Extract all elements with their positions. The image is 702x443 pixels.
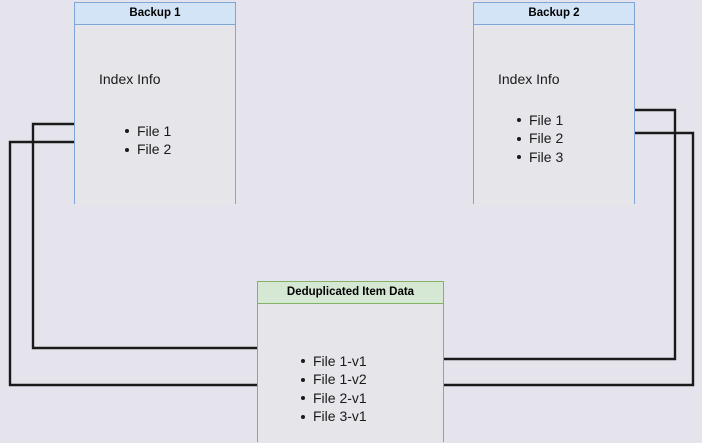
backup1-box: Backup 1 Index Info File 1 File 2 (74, 2, 236, 205)
backup2-file-list: File 1 File 2 File 3 (515, 111, 563, 167)
list-item: File 2-v1 (299, 389, 367, 408)
dedup-file-list: File 1-v1 File 1-v2 File 2-v1 File 3-v1 (299, 352, 367, 426)
backup1-body: Index Info File 1 File 2 (75, 24, 235, 205)
connector-backup2-file1-to-file1v2 (394, 108, 677, 361)
list-item: File 2 (123, 140, 171, 159)
list-item: File 3 (515, 148, 563, 167)
backup2-file-label: File 1 (529, 111, 564, 128)
backup1-file-list: File 1 File 2 (123, 122, 171, 159)
backup1-header: Backup 1 (75, 3, 235, 25)
list-item: File 1 (515, 111, 563, 130)
list-item: File 1 (123, 122, 171, 141)
dedup-file-label: File 3-v1 (313, 408, 367, 424)
dedup-header: Deduplicated Item Data (258, 282, 443, 304)
backup2-index-label: Index Info (498, 70, 560, 87)
list-item: File 1-v1 (299, 352, 367, 371)
list-item: File 3-v1 (299, 407, 367, 426)
list-item: File 1-v2 (299, 370, 367, 389)
dedup-file-label: File 2-v1 (313, 389, 367, 406)
backup2-file-label: File 2 (529, 130, 564, 146)
dedup-file-label: File 1-v2 (313, 371, 367, 387)
connector-backup2-file2-to-file2v1 (394, 131, 695, 387)
deduplicated-item-data-box: Deduplicated Item Data File 1-v1 File 1-… (257, 281, 444, 443)
backup2-header: Backup 2 (474, 3, 634, 25)
dedup-file-label: File 1-v1 (313, 352, 367, 369)
backup2-body: Index Info File 1 File 2 File 3 (474, 24, 634, 205)
backup2-file-label: File 3 (529, 148, 564, 165)
list-item: File 2 (515, 129, 563, 148)
backup1-file-label: File 2 (137, 141, 172, 157)
connector-backup1-file2-to-file2v1 (8, 140, 297, 387)
dedup-body: File 1-v1 File 1-v2 File 2-v1 File 3-v1 (258, 303, 443, 443)
backup1-file-label: File 1 (137, 122, 172, 139)
backup1-index-label: Index Info (99, 70, 161, 87)
backup2-box: Backup 2 Index Info File 1 File 2 File 3 (473, 2, 635, 205)
